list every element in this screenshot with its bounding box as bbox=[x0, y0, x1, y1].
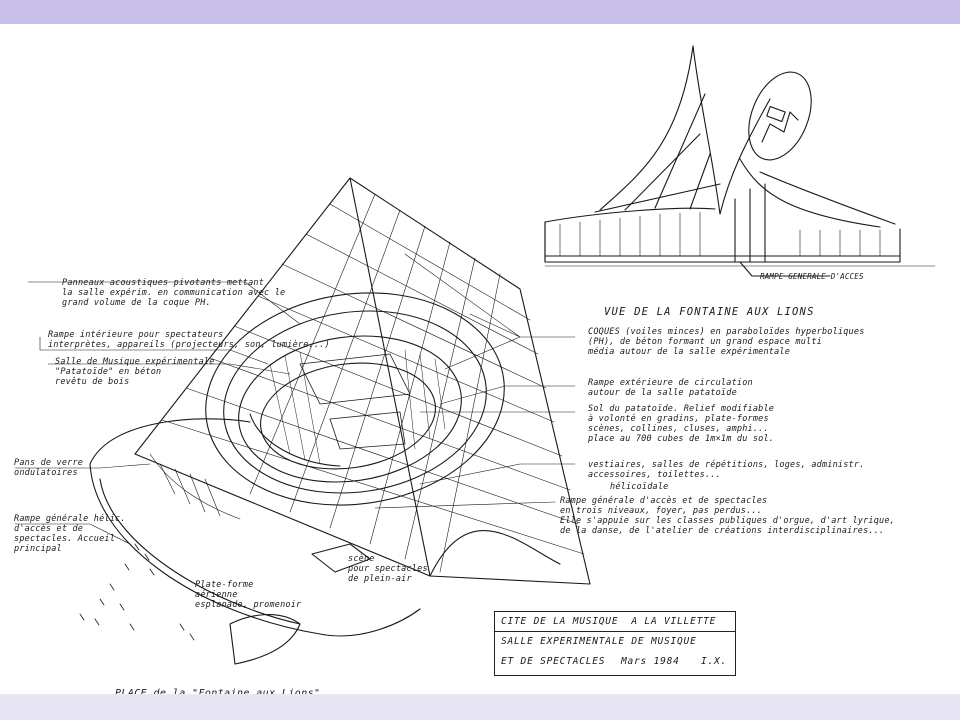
ramp-label-elevation: RAMPE GENERALE D'ACCES bbox=[760, 272, 864, 281]
title-line-1: CITE DE LA MUSIQUE A LA VILLETTE bbox=[501, 616, 717, 627]
view-title: VUE DE LA FONTAINE AUX LIONS bbox=[604, 306, 815, 318]
annotation-sol: Sol du patatoïde. Relief modifiable à vo… bbox=[588, 404, 775, 444]
architectural-sketch: VUE DE LA FONTAINE AUX LIONS RAMPE GENER… bbox=[0, 24, 960, 699]
title-line-2: SALLE EXPERIMENTALE DE MUSIQUE bbox=[501, 636, 697, 647]
annotation-plateforme: Plate-forme aérienne esplanade, promenoi… bbox=[195, 580, 302, 610]
elevation-view bbox=[544, 45, 936, 277]
annotation-panneaux: Panneaux acoustiques pivotants mettant l… bbox=[62, 278, 286, 308]
annotation-rampe-exterieure: Rampe extérieure de circulation autour d… bbox=[588, 378, 753, 398]
leader-lines bbox=[14, 253, 576, 545]
title-block: CITE DE LA MUSIQUE A LA VILLETTE SALLE E… bbox=[494, 611, 736, 676]
place-title: PLACE de la "Fontaine aux Lions" bbox=[115, 688, 320, 699]
bottom-band bbox=[0, 694, 960, 720]
top-band bbox=[0, 0, 960, 24]
annotation-coques: COQUES (voiles minces) en paraboloïdes h… bbox=[588, 327, 865, 357]
annotation-rampe-generale-right: Rampe générale d'accès et de spectacles … bbox=[560, 496, 895, 536]
sketch-lines bbox=[14, 45, 936, 665]
perspective-plan bbox=[79, 177, 591, 665]
annotation-salle: Salle de Musique expérimentale "Patatoïd… bbox=[55, 357, 215, 387]
title-line-3: ET DE SPECTACLES bbox=[501, 656, 606, 667]
title-signature: I.X. bbox=[701, 656, 728, 667]
annotation-pans-de-verre: Pans de verre ondulatoires bbox=[14, 458, 84, 478]
annotation-helicoidale: hélicoïdale bbox=[610, 482, 669, 492]
annotation-vestiaires: vestiaires, salles de répétitions, loges… bbox=[588, 460, 865, 480]
annotation-rampe-generale-left: Rampe générale hélic. d'accès et de spec… bbox=[14, 514, 126, 554]
annotation-rampe-interieure: Rampe intérieure pour spectateurs interp… bbox=[48, 330, 330, 350]
title-separator-1 bbox=[495, 631, 735, 632]
title-date: Mars 1984 bbox=[621, 656, 680, 667]
annotation-scene: scène pour spectacles de plein-air bbox=[348, 554, 428, 584]
